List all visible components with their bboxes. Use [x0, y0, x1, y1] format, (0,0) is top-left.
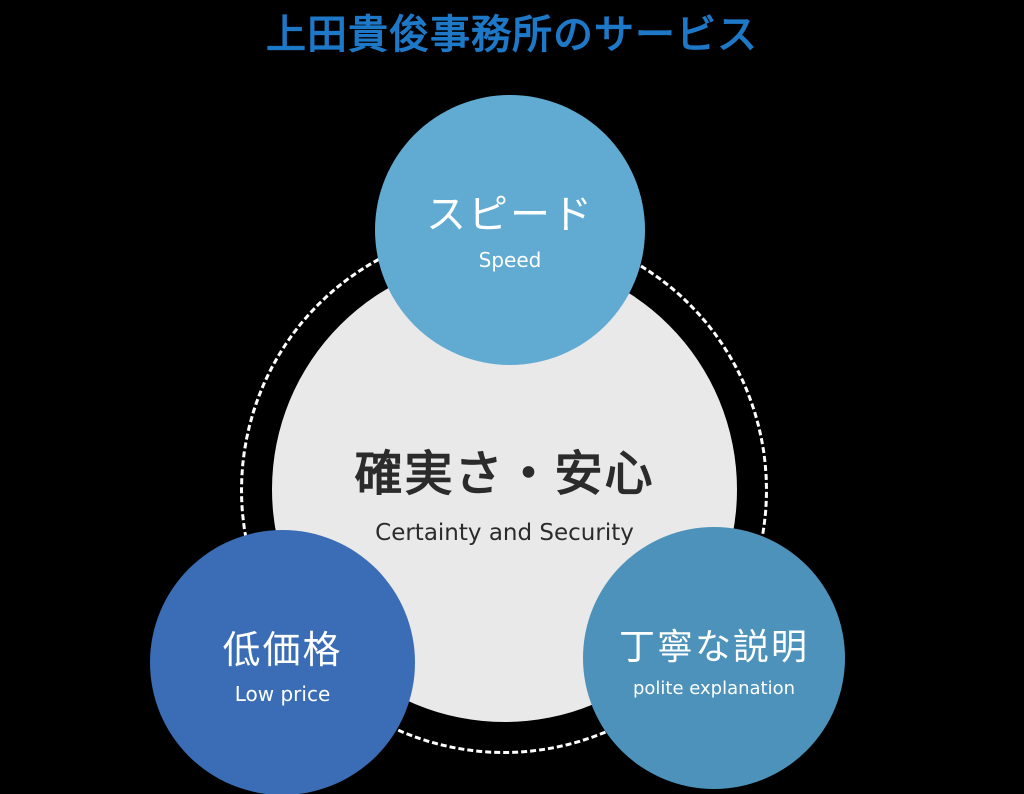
center-label-jp: 確実さ・安心 [354, 445, 655, 502]
node-low-price-label-jp: 低価格 [222, 628, 343, 672]
node-polite-explanation-label-en: polite explanation [632, 677, 796, 699]
page-title: 上田貴俊事務所のサービス [266, 12, 758, 58]
center-label-en: Certainty and Security [375, 519, 634, 546]
node-low-price-circle: 低価格 Low price [150, 530, 415, 794]
node-low-price-label-en: Low price [234, 682, 331, 706]
node-speed-circle: スピード Speed [375, 95, 645, 365]
node-speed-label-jp: スピード [426, 192, 594, 238]
node-polite-explanation-circle: 丁寧な説明 polite explanation [583, 527, 845, 789]
node-speed-label-en: Speed [478, 248, 542, 272]
node-polite-explanation-label-jp: 丁寧な説明 [618, 626, 809, 668]
